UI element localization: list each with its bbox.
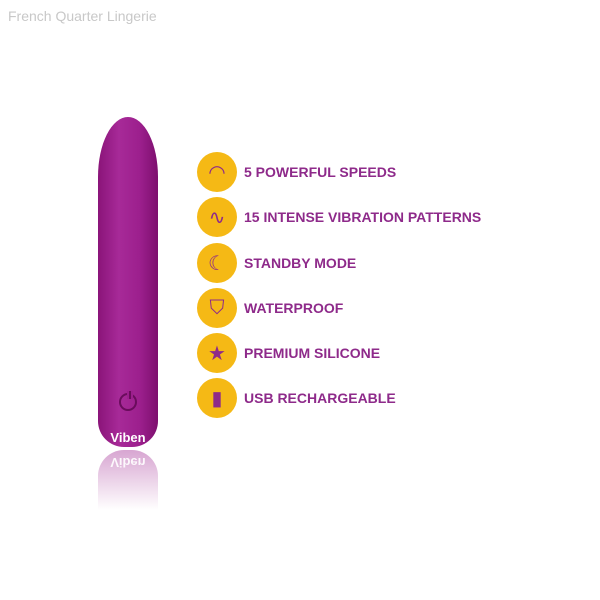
speedometer-icon-glyph: ◠ [208, 161, 226, 184]
moon-icon-glyph: ☾ [208, 252, 226, 275]
usb-icon-glyph: ▮ [211, 387, 223, 410]
speedometer-icon: ◠ [197, 152, 237, 192]
brand-logo: Viben [110, 430, 146, 445]
feature-item: ▮ USB RECHARGEABLE [197, 378, 396, 418]
star-icon-glyph: ★ [208, 342, 226, 365]
star-icon: ★ [197, 333, 237, 373]
brand-logo-reflection: Viben [110, 455, 146, 470]
shield-drop-icon: ⛉ [197, 288, 237, 328]
watermark: French Quarter Lingerie [8, 8, 157, 24]
vibration-wave-icon-glyph: ∿ [208, 206, 226, 229]
vibration-wave-icon: ∿ [197, 197, 237, 237]
feature-item: ◠ 5 POWERFUL SPEEDS [197, 152, 396, 192]
product-reflection [98, 450, 158, 510]
feature-label: 15 INTENSE VIBRATION PATTERNS [244, 209, 482, 225]
feature-item: ∿ 15 INTENSE VIBRATION PATTERNS [197, 197, 481, 237]
feature-item: ⛉ WATERPROOF [197, 288, 343, 328]
usb-icon: ▮ [197, 378, 237, 418]
feature-item: ★ PREMIUM SILICONE [197, 333, 380, 373]
power-button-icon [119, 391, 137, 411]
feature-label: USB RECHARGEABLE [244, 390, 396, 406]
feature-label: STANDBY MODE [244, 255, 357, 271]
feature-label: PREMIUM SILICONE [244, 345, 381, 361]
feature-label: WATERPROOF [244, 300, 344, 316]
moon-icon: ☾ [197, 243, 237, 283]
feature-item: ☾ STANDBY MODE [197, 243, 356, 283]
shield-drop-icon-glyph: ⛉ [209, 296, 225, 319]
feature-label: 5 POWERFUL SPEEDS [244, 164, 397, 180]
